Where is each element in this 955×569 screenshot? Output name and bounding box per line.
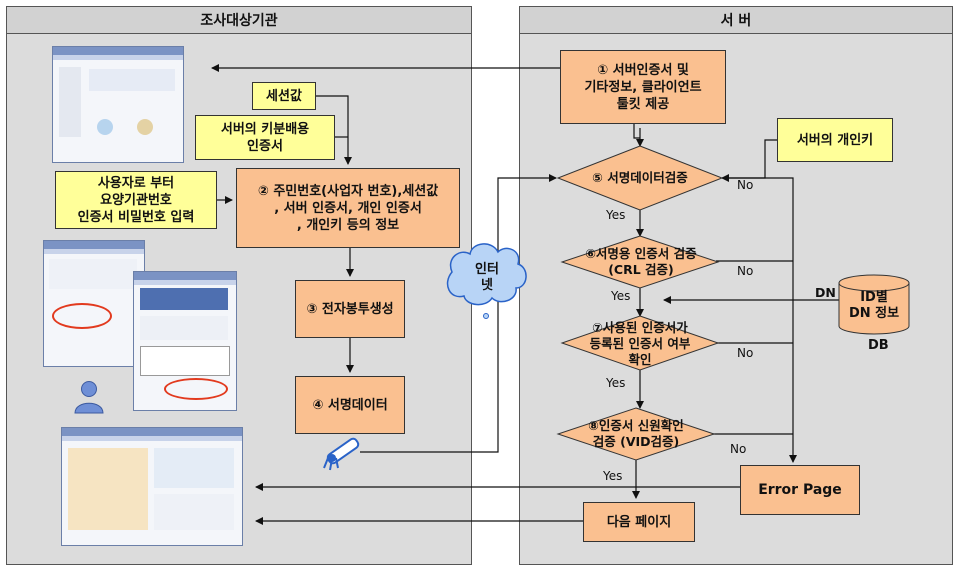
db-dn-info-label: ID별 DN 정보 [848, 290, 900, 321]
step6-label: ⑥서명용 인증서 검증 (CRL 검증) [585, 246, 697, 277]
no-label-step7: No [737, 346, 754, 360]
certificate-dialog-screenshot [133, 271, 237, 411]
right-panel-title: 서 버 [520, 7, 952, 34]
yes-label-step7: Yes [606, 376, 626, 390]
step3-box: ③ 전자봉투생성 [295, 280, 405, 338]
step1-box: ① 서버인증서 및 기타정보, 클라이언트 툴킷 제공 [560, 50, 726, 124]
internet-label: 인터 넷 [475, 262, 499, 293]
left-panel-title: 조사대상기관 [7, 7, 471, 34]
diamond-step7 [560, 315, 720, 371]
website-screenshot-top [52, 46, 184, 163]
yes-label-step8: Yes [603, 469, 623, 483]
session-value-box: 세션값 [252, 82, 316, 110]
step8-label: ⑧인증서 신원확인 검증 (VID검증) [588, 418, 684, 449]
yes-label-step5: Yes [606, 208, 626, 222]
diamond-step6 [560, 235, 720, 289]
website-screenshot-bottom [61, 427, 243, 546]
dn-label: DN [815, 285, 836, 300]
user-input-box: 사용자로 부터 요양기관번호 인증서 비밀번호 입력 [55, 171, 217, 229]
step5-label: ⑤ 서명데이터검증 [592, 170, 688, 185]
step7-label: ⑦사용된 인증서가 등록된 인증서 여부 확인 [589, 320, 691, 367]
diamond-step8 [556, 407, 716, 461]
login-dialog-screenshot [43, 240, 145, 367]
no-label-step8: No [730, 442, 747, 456]
server-private-key-box: 서버의 개인키 [777, 118, 893, 162]
step4-box: ④ 서명데이터 [295, 376, 405, 434]
server-key-cert-box: 서버의 키분배용 인증서 [195, 115, 335, 160]
no-label-step6: No [737, 264, 754, 278]
internet-cloud-icon [446, 243, 527, 306]
step2-box: ② 주민번호(사업자 번호),세션값 , 서버 인증서, 개인 인증서 , 개인… [236, 168, 460, 248]
yes-label-step6: Yes [611, 289, 631, 303]
no-label-step5: No [737, 178, 754, 192]
certificate-ribbon-icon [323, 437, 360, 471]
user-icon [74, 381, 104, 414]
diamond-step5 [556, 145, 724, 211]
error-page-box: Error Page [740, 465, 860, 515]
next-page-box: 다음 페이지 [583, 502, 695, 542]
db-cylinder-icon [838, 274, 910, 335]
db-caption: DB [868, 338, 889, 353]
